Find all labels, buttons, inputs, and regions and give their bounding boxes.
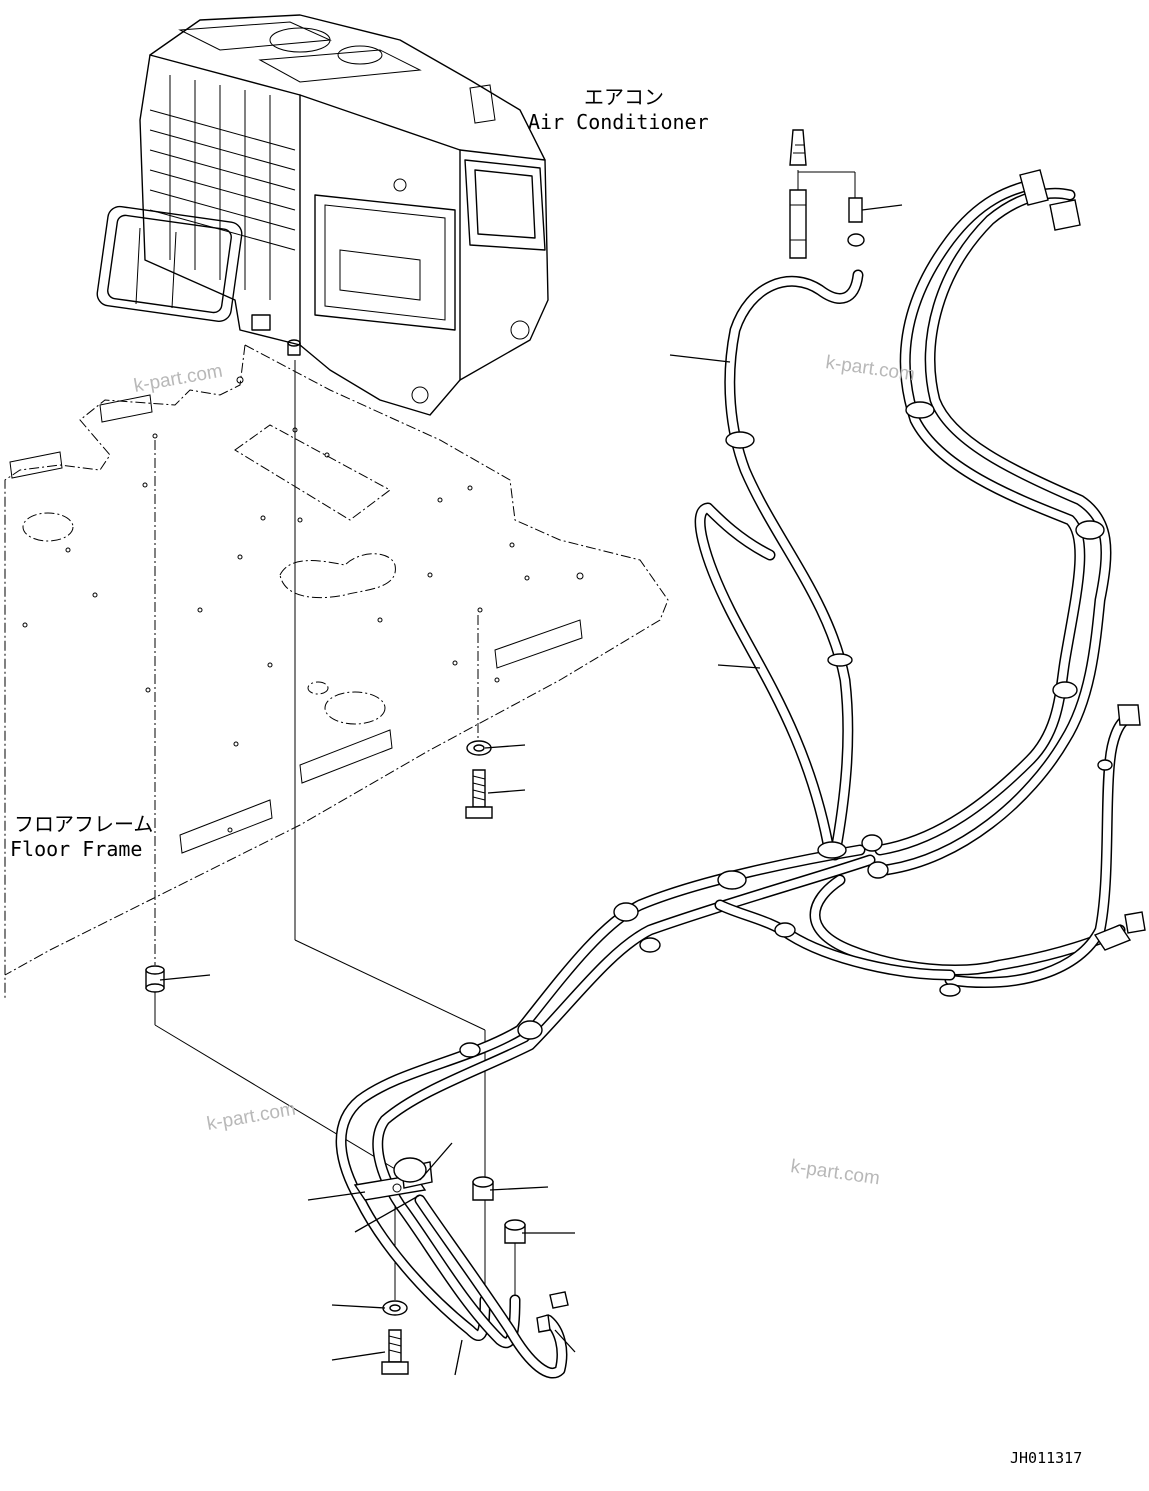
washer-lower: [382, 1300, 408, 1316]
air-conditioner-label-jp: エアコン: [584, 85, 664, 109]
drain-fittings: [789, 129, 865, 259]
bolt-lower: [381, 1329, 409, 1375]
bolt-upper: [465, 769, 493, 819]
nut-right-2: [504, 1219, 526, 1244]
callout-leaders: [159, 204, 903, 1376]
watermark-3: k-part.com: [205, 1099, 297, 1135]
floor-frame-label-jp: フロアフレーム: [14, 812, 153, 836]
hose-bracket: [353, 1157, 433, 1201]
hose-assembly: [335, 179, 1131, 1379]
hose-clamps: [459, 401, 1113, 1058]
watermark-2: k-part.com: [132, 361, 224, 397]
drawing-number: JH011317: [1010, 1449, 1082, 1467]
floor-frame-label-en: Floor Frame: [10, 837, 142, 861]
hose-end-fittings: [536, 169, 1146, 1333]
floor-frame-plate: [4, 344, 669, 1000]
assembly-guide-lines: [154, 170, 856, 1300]
nut-right-1: [472, 1176, 494, 1201]
air-conditioner-unit: [96, 14, 549, 416]
spacer-part: [145, 965, 165, 993]
watermark-4: k-part.com: [789, 1156, 881, 1189]
air-conditioner-label-en: Air Conditioner: [528, 110, 709, 134]
